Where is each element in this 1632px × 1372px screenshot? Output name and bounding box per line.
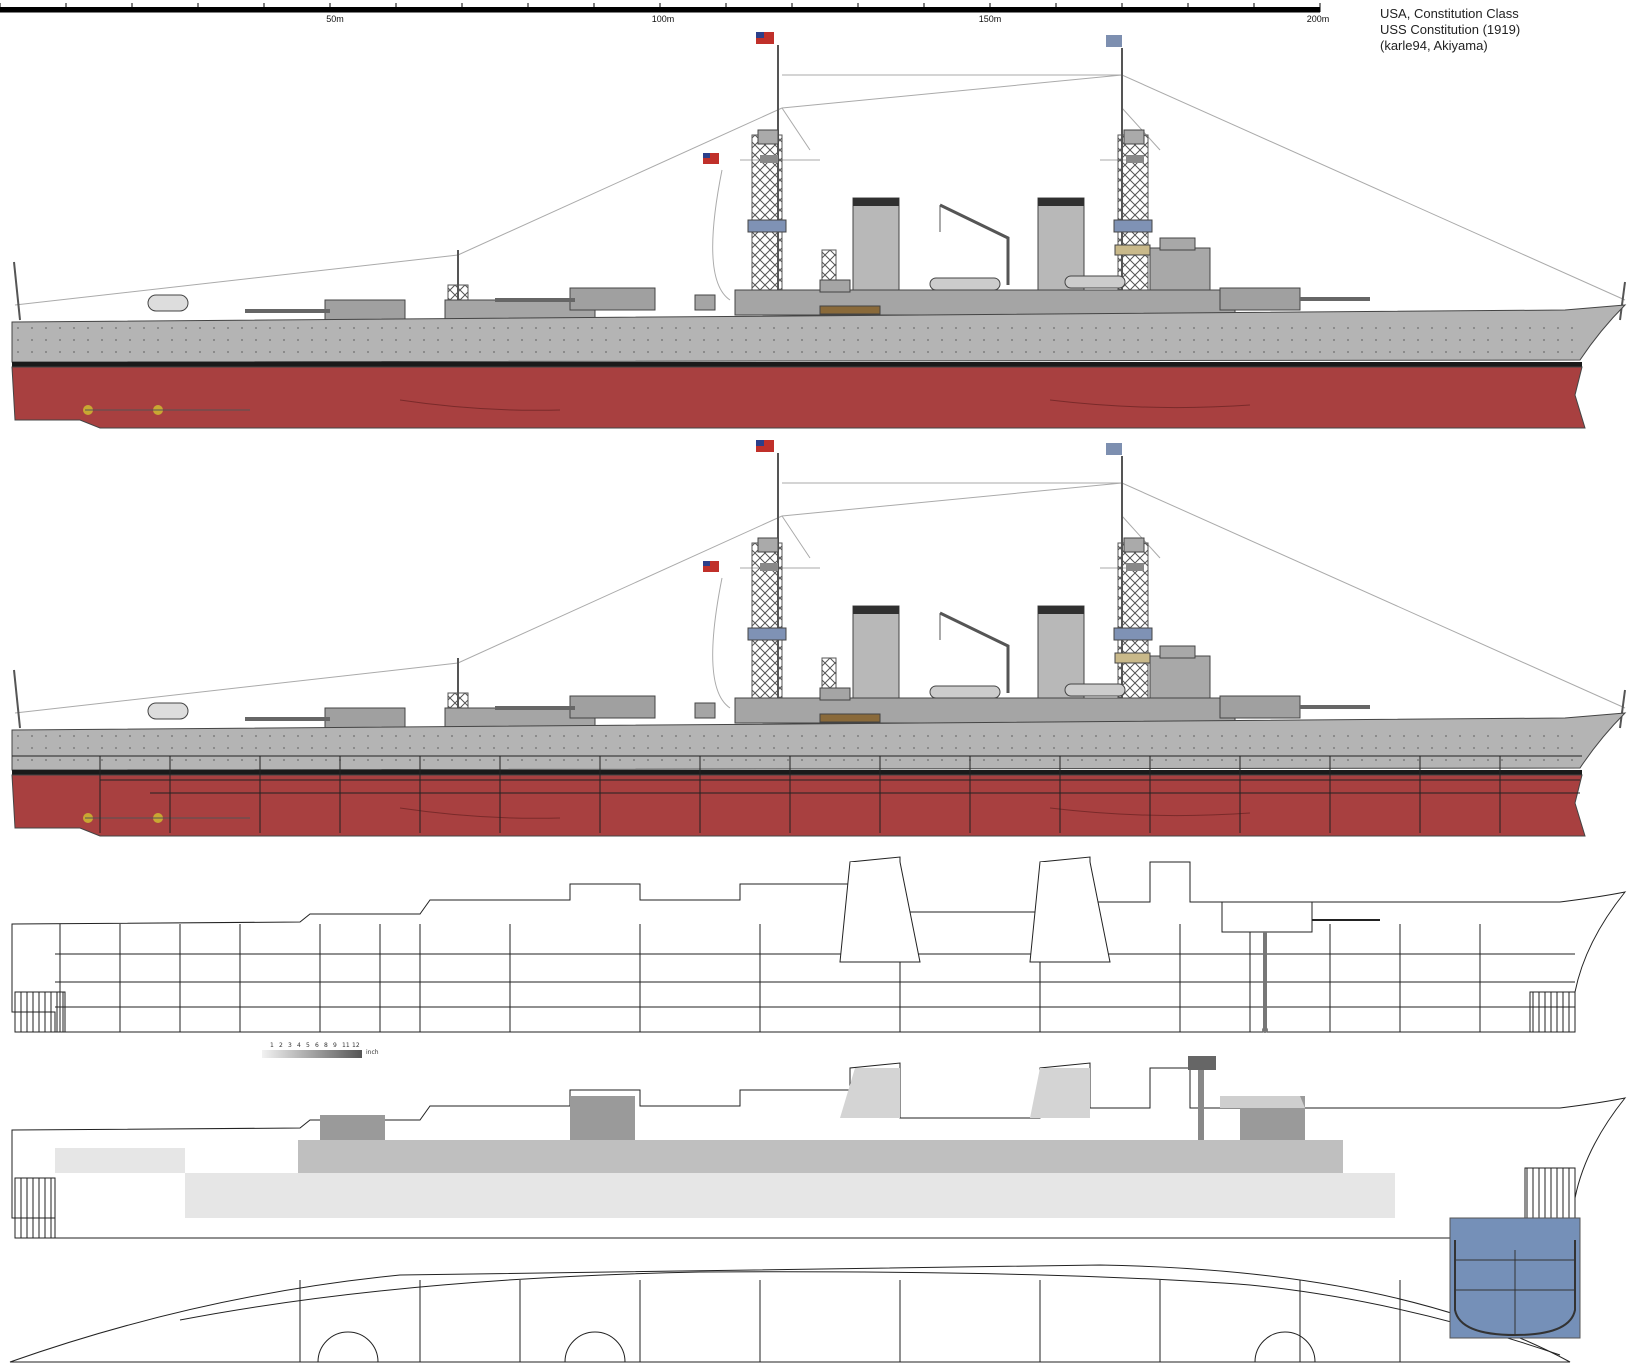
armor-tick-3: 3 xyxy=(288,1042,292,1049)
profile-view-plating xyxy=(10,438,1627,838)
cross-section-inset xyxy=(1449,1217,1581,1339)
plating-lines xyxy=(99,756,1501,833)
scale-ticks xyxy=(0,3,1321,12)
deck-lines xyxy=(299,1280,1401,1362)
title-block: USA, Constitution Class USS Constitution… xyxy=(1380,6,1520,54)
compartment-lines xyxy=(55,924,1575,1032)
armor-tick-6: 6 xyxy=(315,1042,319,1049)
scale-label-100m: 100m xyxy=(652,14,675,24)
scale-label-50m: 50m xyxy=(326,14,344,24)
armor-tick-5: 5 xyxy=(306,1042,310,1049)
armor-tick-1: 1 xyxy=(270,1042,274,1049)
armor-tick-8: 8 xyxy=(324,1042,328,1049)
scale-bar: 50m 100m 150m 200m xyxy=(0,3,1329,24)
profile-view-external xyxy=(10,30,1627,430)
title-credits: (karle94, Akiyama) xyxy=(1380,38,1488,53)
title-country-class: USA, Constitution Class xyxy=(1380,6,1519,21)
armor-scheme-view: 1 2 3 4 5 6 8 9 11 12 inch xyxy=(11,1042,1626,1239)
armor-unit-label: inch xyxy=(366,1049,379,1056)
deck-plan-view xyxy=(9,1264,1571,1363)
armor-thickness-legend: 1 2 3 4 5 6 8 9 11 12 inch xyxy=(262,1042,379,1058)
scale-label-150m: 150m xyxy=(979,14,1002,24)
title-ship-name: USS Constitution (1919) xyxy=(1380,22,1521,37)
internal-compartments-view xyxy=(11,856,1626,1033)
armor-tick-4: 4 xyxy=(297,1042,301,1049)
armor-tick-11: 11 xyxy=(342,1042,350,1049)
armor-tick-12: 12 xyxy=(352,1042,360,1049)
armor-tick-9: 9 xyxy=(333,1042,337,1049)
scale-label-200m: 200m xyxy=(1307,14,1330,24)
armor-tick-2: 2 xyxy=(279,1042,283,1049)
